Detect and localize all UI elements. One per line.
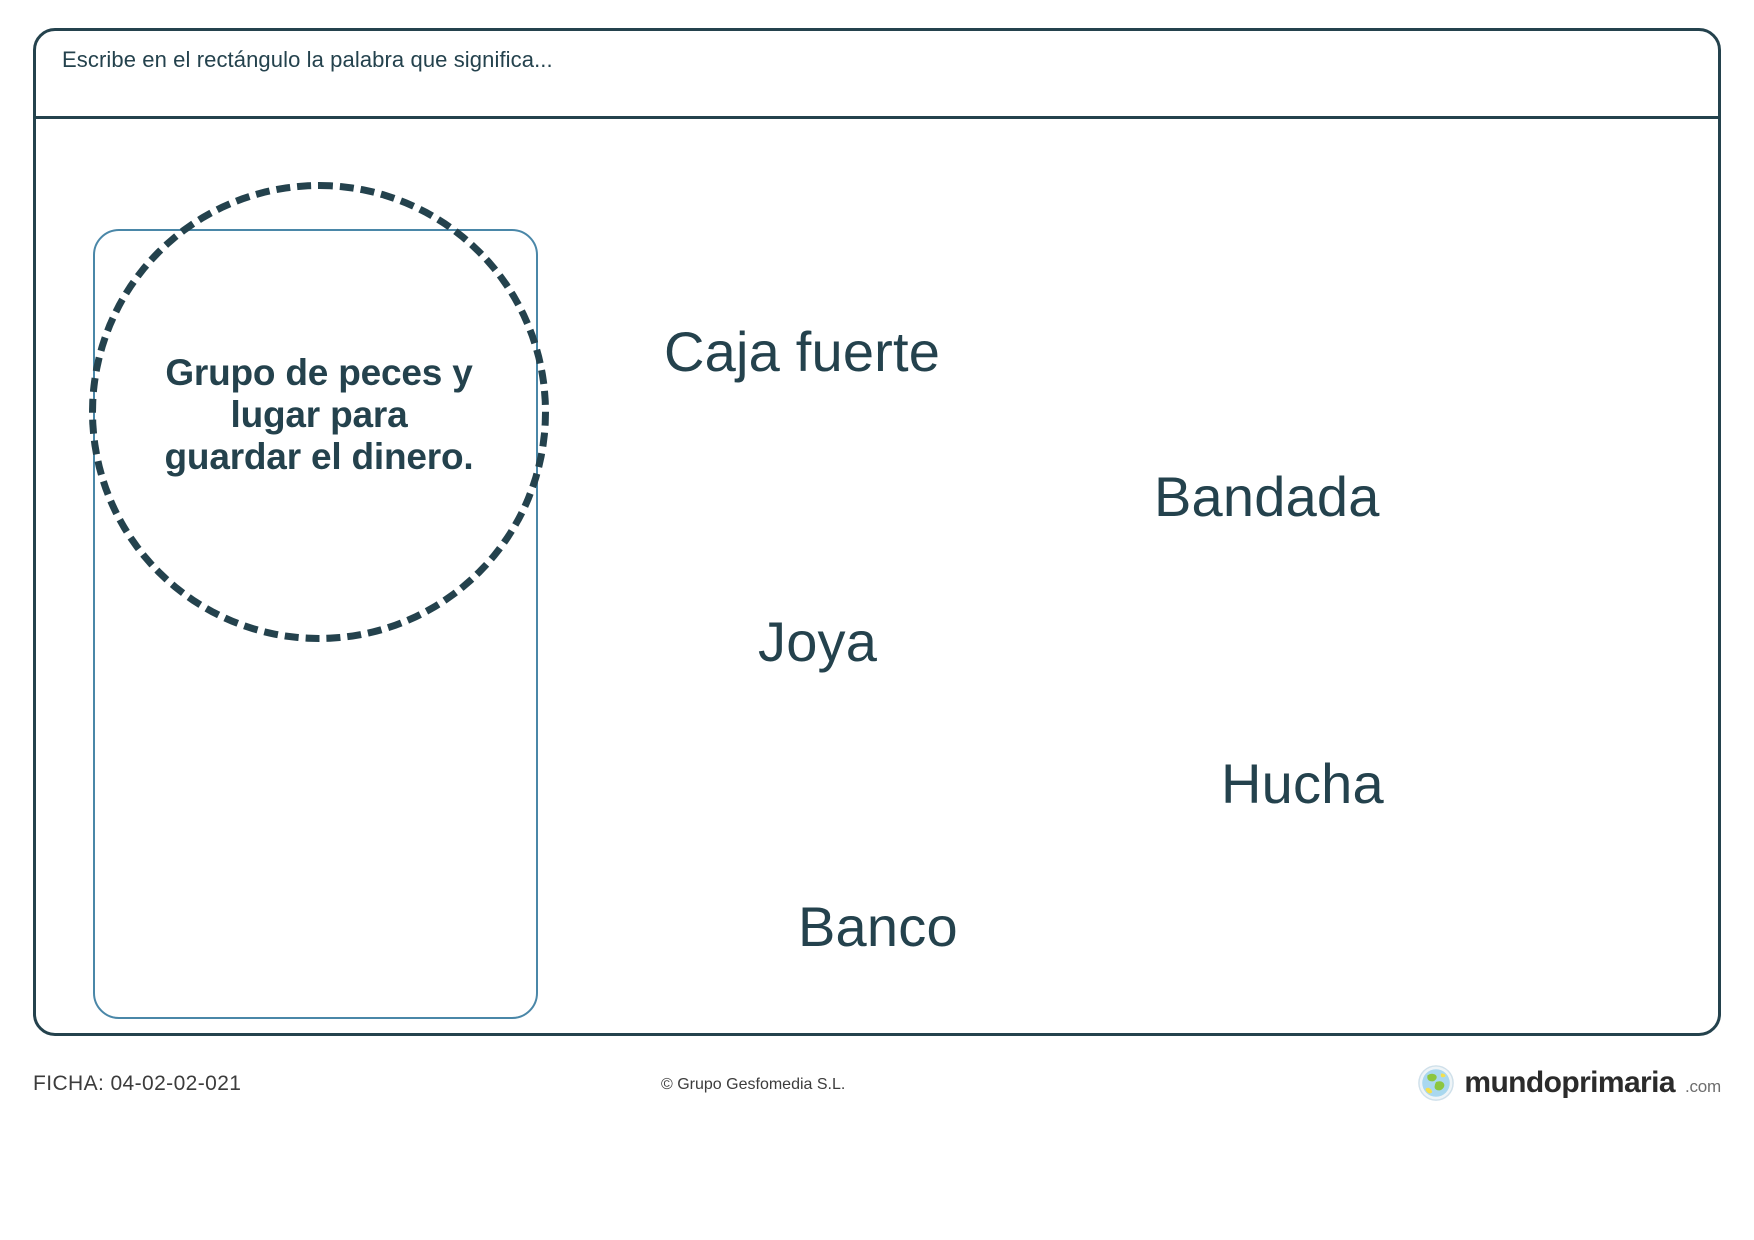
brand-name: mundoprimaria xyxy=(1464,1066,1675,1099)
globe-icon xyxy=(1418,1065,1455,1101)
brand-tld: .com xyxy=(1684,1077,1721,1096)
brand-logo[interactable]: mundoprimaria .com xyxy=(1417,1064,1721,1102)
word-option-hucha[interactable]: Hucha xyxy=(1221,752,1384,815)
instruction-band: Escribe en el rectángulo la palabra que … xyxy=(36,31,1718,116)
word-option-banco[interactable]: Banco xyxy=(798,895,958,958)
copyright-text: © Grupo Gesfomedia S.L. xyxy=(661,1076,846,1093)
page-footer: FICHA: 04-02-02-021 © Grupo Gesfomedia S… xyxy=(0,1056,1754,1120)
ficha-code: FICHA: 04-02-02-021 xyxy=(33,1072,242,1095)
word-option-bandada[interactable]: Bandada xyxy=(1154,465,1380,528)
word-option-caja-fuerte[interactable]: Caja fuerte xyxy=(664,320,941,383)
word-option-joya[interactable]: Joya xyxy=(758,610,878,673)
definition-text: Grupo de peces y lugar para guardar el d… xyxy=(164,352,474,477)
work-area: Grupo de peces y lugar para guardar el d… xyxy=(36,119,1718,1033)
instruction-text: Escribe en el rectángulo la palabra que … xyxy=(62,47,553,72)
definition-circle: Grupo de peces y lugar para guardar el d… xyxy=(89,182,549,642)
worksheet-frame: Escribe en el rectángulo la palabra que … xyxy=(33,28,1721,1036)
header-divider xyxy=(36,116,1718,119)
